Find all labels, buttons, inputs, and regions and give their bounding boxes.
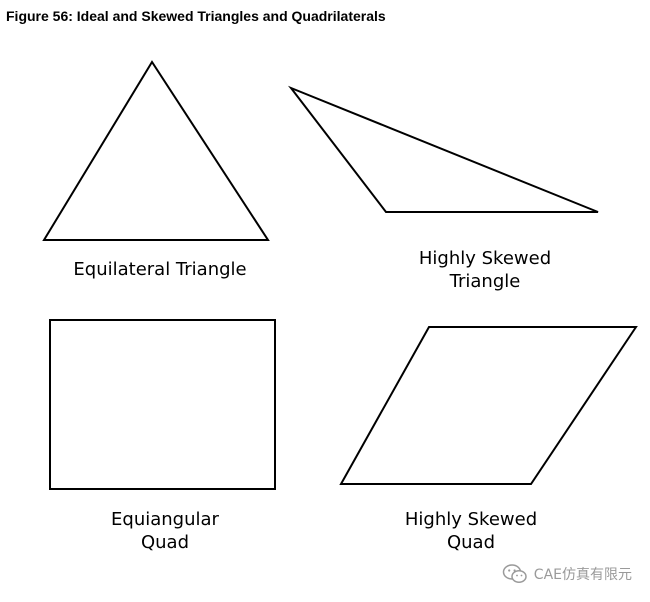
equilateral-triangle-shape xyxy=(42,60,270,241)
caption-line: Equiangular xyxy=(111,509,219,530)
caption-line: Quad xyxy=(446,532,496,553)
skewed-quad-shape xyxy=(339,326,638,485)
wechat-icon xyxy=(502,564,527,584)
caption-line: Equilateral Triangle xyxy=(73,259,247,280)
skewed-quad-caption: Highly Skewed Quad xyxy=(351,508,591,554)
skewed-triangle-shape xyxy=(287,85,599,213)
caption-line: Quad xyxy=(140,532,190,553)
skewed-triangle-caption: Highly Skewed Triangle xyxy=(365,247,605,293)
equiangular-quad-shape xyxy=(49,319,276,490)
caption-line: Highly Skewed xyxy=(418,248,552,269)
watermark-text: CAE仿真有限元 xyxy=(533,567,632,583)
caption-line: Highly Skewed xyxy=(404,509,538,530)
equiangular-quad-caption: Equiangular Quad xyxy=(45,508,285,554)
figure-title: Figure 56: Ideal and Skewed Triangles an… xyxy=(6,8,386,24)
watermark: CAE仿真有限元 xyxy=(502,563,632,585)
equilateral-triangle-caption: Equilateral Triangle xyxy=(40,258,280,281)
caption-line: Triangle xyxy=(449,271,521,292)
